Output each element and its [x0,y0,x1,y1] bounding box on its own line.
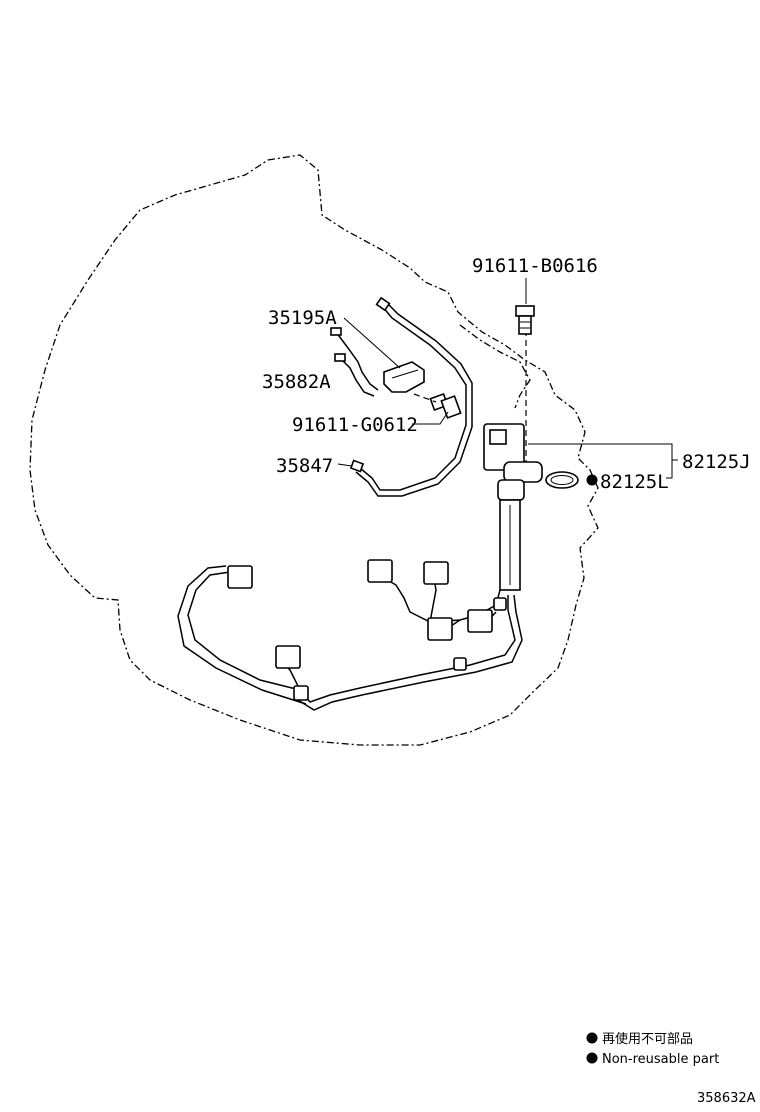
bracket-part [383,361,425,393]
diagram-code: 358632A [697,1091,756,1106]
label-bolt-top: 91611-B0616 [472,255,598,277]
label-sensor: 82125J [682,451,751,473]
tube-short-end [330,327,342,336]
harness-connector [227,565,253,589]
harness-clamp [293,685,309,701]
oring-part-inner [550,475,574,485]
legend-japanese: 再使用不可部品 [602,1031,693,1047]
transmission-inner-outline [459,324,531,409]
harness-connector [275,645,301,669]
harness-connector [467,609,493,633]
harness-connector [367,559,393,583]
leader-bolt-mid [412,411,449,425]
legend-english: Non-reusable part [602,1052,719,1067]
label-bolt-mid: 91611-G0612 [292,414,418,436]
tube-long-part [359,305,467,491]
tube-long-end-lower [349,459,365,473]
harness-connector [427,617,453,641]
tube-short-part [335,331,379,391]
leader-bracket [343,317,401,369]
label-tube-short: 35882A [262,371,331,393]
label-tube-long: 35847 [276,455,333,477]
tube-long-end [375,296,391,312]
tube-short-end-b [334,353,346,362]
transmission-outline [29,154,599,746]
harness-connector [423,561,449,585]
bolt-top-part [515,305,535,335]
legend-marker-english [586,1052,598,1064]
label-bracket: 35195A [268,307,337,329]
harness-clamp [453,657,467,671]
leader-tube-long [337,463,353,467]
bolt-mid-install-line [413,393,437,403]
tube-short-part-b [339,357,375,397]
tube-long-part-inner [355,303,473,497]
bolt-mid-part [429,392,462,419]
label-oring: 82125L [600,471,669,493]
wire-harness [177,559,523,711]
bracket-detail [391,369,419,379]
legend-marker-japanese [586,1032,598,1044]
leader-sensor [528,443,678,461]
leader-bracket-join [666,460,673,479]
non-reusable-marker [586,474,598,486]
oring-part [545,471,579,489]
harness-clamp [493,597,507,611]
sensor-part [483,423,543,591]
